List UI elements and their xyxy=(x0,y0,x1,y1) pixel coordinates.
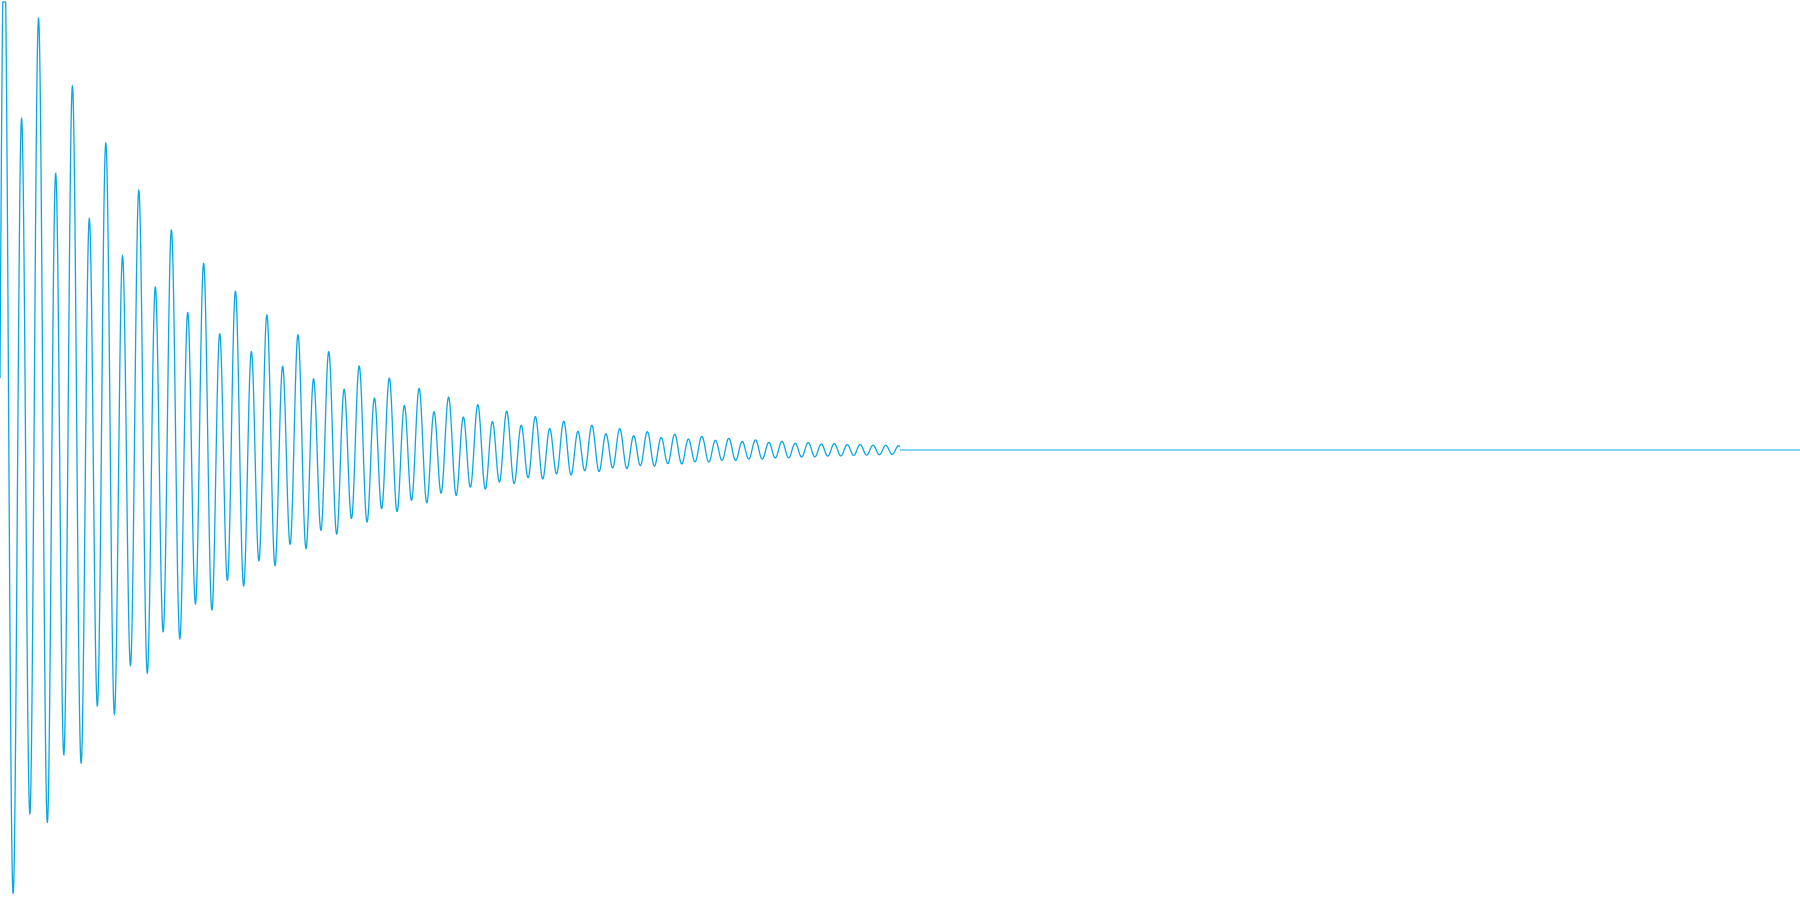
waveform-signal xyxy=(0,1,901,894)
